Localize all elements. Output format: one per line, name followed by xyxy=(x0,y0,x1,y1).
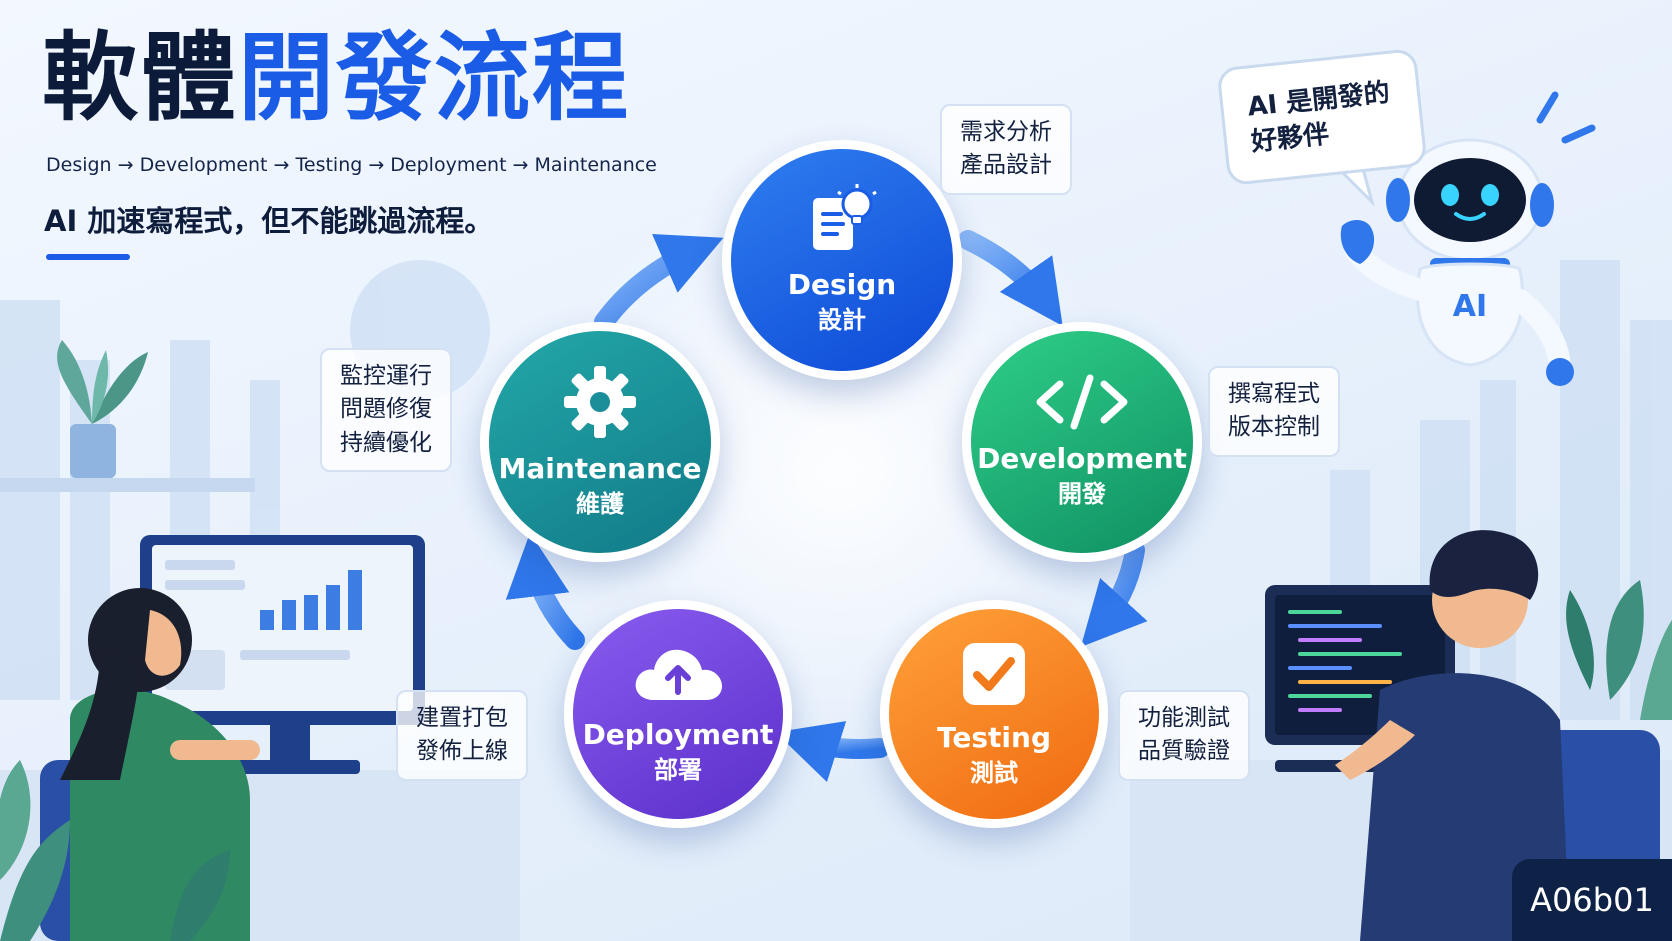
note-design: 需求分析 產品設計 xyxy=(940,104,1072,195)
robot-speech-bubble: AI 是開發的 好夥伴 xyxy=(1216,47,1428,187)
plant-right xyxy=(1566,580,1672,720)
note-testing: 功能測試 品質驗證 xyxy=(1118,690,1250,781)
gear-icon xyxy=(562,364,638,444)
accent-bar xyxy=(46,254,130,260)
arrow-deployment-to-maintenance xyxy=(505,532,585,650)
stage-development-en: Development xyxy=(977,441,1187,475)
note-development-line-1: 撰寫程式 xyxy=(1228,381,1320,407)
title-part-1: 軟體 xyxy=(42,22,238,134)
arrow-testing-to-deployment xyxy=(775,721,890,783)
id-badge: A06b01 xyxy=(1512,859,1672,941)
shelf-left xyxy=(0,340,255,492)
stage-maintenance-zh: 維護 xyxy=(576,490,624,519)
stage-deployment-zh: 部署 xyxy=(654,756,702,785)
robot-mascot: AI xyxy=(1340,91,1596,386)
note-testing-line-1: 功能測試 xyxy=(1138,705,1230,731)
robot-chest-label: AI xyxy=(1453,289,1487,324)
note-maintenance-line-3: 持續優化 xyxy=(340,429,432,456)
stage-testing-zh: 測試 xyxy=(970,759,1018,788)
stage-deployment-en: Deployment xyxy=(582,717,774,751)
arrow-maintenance-to-design xyxy=(594,234,724,332)
cloud-upload-icon xyxy=(630,642,726,710)
stage-design-en: Design xyxy=(787,267,897,301)
title-part-2: 開發流程 xyxy=(238,22,630,134)
note-deployment: 建置打包 發佈上線 xyxy=(396,690,528,781)
stage-design: Design 設計 xyxy=(722,140,962,380)
woman-at-computer xyxy=(0,535,520,941)
stage-testing: Testing 測試 xyxy=(880,600,1108,828)
stage-development-zh: 開發 xyxy=(1058,480,1106,509)
stage-maintenance-en: Maintenance xyxy=(498,451,702,485)
note-maintenance-line-2: 問題修復 xyxy=(340,396,432,423)
arrow-development-to-testing xyxy=(1080,540,1148,647)
note-design-line-1: 需求分析 xyxy=(960,119,1052,145)
note-development: 撰寫程式 版本控制 xyxy=(1208,366,1340,457)
process-flow-line: Design → Development → Testing → Deploym… xyxy=(46,154,657,176)
arrow-design-to-development xyxy=(958,230,1063,326)
page-title: 軟體開發流程 xyxy=(42,30,630,126)
stage-maintenance: Maintenance 維護 xyxy=(480,322,720,562)
tagline: AI 加速寫程式，但不能跳過流程。 xyxy=(44,204,494,238)
code-icon xyxy=(1034,374,1130,434)
note-development-line-2: 版本控制 xyxy=(1228,414,1320,441)
stage-development: Development 開發 xyxy=(962,322,1202,562)
stage-testing-en: Testing xyxy=(937,720,1051,754)
document-lightbulb-icon xyxy=(807,183,877,260)
note-maintenance: 監控運行 問題修復 持續優化 xyxy=(320,348,452,473)
checkbox-icon xyxy=(959,639,1029,713)
note-deployment-line-2: 發佈上線 xyxy=(416,738,508,765)
note-testing-line-2: 品質驗證 xyxy=(1138,738,1230,765)
cycle-arrows xyxy=(505,230,1148,783)
note-design-line-2: 產品設計 xyxy=(960,152,1052,179)
note-maintenance-line-1: 監控運行 xyxy=(340,363,432,389)
stage-deployment: Deployment 部署 xyxy=(564,600,792,828)
stage-design-zh: 設計 xyxy=(818,306,866,335)
plant-bottom-left xyxy=(0,760,230,941)
note-deployment-line-1: 建置打包 xyxy=(416,705,508,731)
